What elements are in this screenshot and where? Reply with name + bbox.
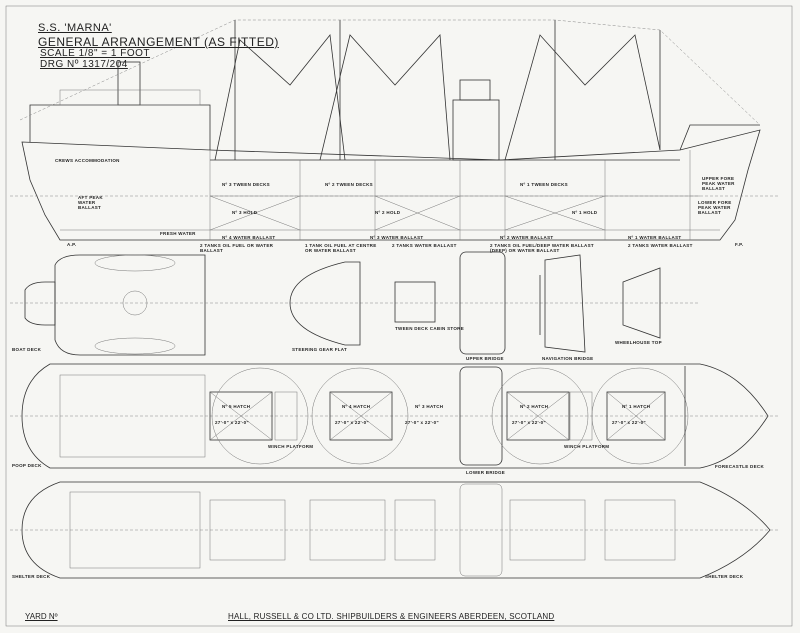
label-navigation-bridge: NAVIGATION BRIDGE bbox=[542, 356, 594, 361]
wheelhouse bbox=[459, 79, 491, 101]
wheelhouse-top-plan bbox=[622, 267, 661, 339]
label-poop-deck: POOP DECK bbox=[12, 463, 42, 468]
lifeboat bbox=[94, 337, 176, 355]
scale: SCALE 1/8" = 1 FOOT bbox=[40, 48, 151, 59]
drawing-number: DRG Nº 1317/204 bbox=[40, 59, 128, 70]
hatch-3-size: 27'-0" x 22'-0" bbox=[405, 420, 439, 425]
label-fp: F.P. bbox=[735, 242, 744, 247]
label-tween-deck-store: TWEEN DECK CABIN STORE bbox=[395, 326, 465, 331]
label-upper-fore-peak: UPPER FORE PEAK WATER BALLAST bbox=[702, 176, 735, 191]
label-wb-2: Nº 2 WATER BALLAST bbox=[500, 235, 554, 240]
hatch-2-name: Nº 2 HATCH bbox=[520, 404, 549, 409]
label-steering-gear-flat: STEERING GEAR FLAT bbox=[292, 347, 348, 352]
profile-view bbox=[10, 19, 780, 241]
label-boat-deck: BOAT DECK bbox=[12, 347, 42, 352]
label-tween-3: Nº 3 TWEEN DECKS bbox=[222, 182, 270, 187]
hatch-1-name: Nº 1 HATCH bbox=[622, 404, 651, 409]
label-upper-bridge: UPPER BRIDGE bbox=[466, 356, 504, 361]
label-tween-1: Nº 1 TWEEN DECKS bbox=[520, 182, 568, 187]
builder-name: HALL, RUSSELL & CO LTD. SHIPBUILDERS & E… bbox=[228, 612, 555, 621]
hatch-4-size: 27'-0" x 22'-0" bbox=[335, 420, 369, 425]
poop-deck-plan bbox=[10, 363, 780, 469]
masts-and-derricks bbox=[19, 19, 761, 161]
upper-plans bbox=[10, 251, 700, 356]
label-lower-bridge: LOWER BRIDGE bbox=[466, 470, 506, 475]
label-wb-1: Nº 1 WATER BALLAST bbox=[628, 235, 682, 240]
label-tween-2: Nº 2 TWEEN DECKS bbox=[325, 182, 373, 187]
hatch-5 bbox=[209, 391, 273, 441]
hatch-5-size: 27'-0" x 22'-0" bbox=[215, 420, 249, 425]
aft-accommodation bbox=[59, 374, 206, 458]
tween-deck-store-plan bbox=[394, 281, 436, 323]
label-wb-4: Nº 4 WATER BALLAST bbox=[222, 235, 276, 240]
label-tanks-fwd: 2 TANKS WATER BALLAST bbox=[628, 243, 693, 248]
label-hold-2: Nº 2 HOLD bbox=[375, 210, 401, 215]
yard-number: YARD Nº bbox=[25, 612, 58, 621]
engine-casing bbox=[69, 491, 201, 569]
hatch-4 bbox=[329, 391, 393, 441]
boat-deck-stern bbox=[24, 281, 56, 326]
boat-deck-houses bbox=[59, 89, 201, 106]
deck-outline bbox=[21, 363, 769, 469]
label-tanks-aft: 2 TANKS OIL FUEL OR WATER BALLAST bbox=[200, 243, 274, 253]
hatch-4-name: Nº 4 HATCH bbox=[342, 404, 371, 409]
hatch-3-name: Nº 3 HATCH bbox=[415, 404, 444, 409]
label-shelter-deck-fwd: SHELTER DECK bbox=[705, 574, 744, 579]
deck-outline bbox=[21, 481, 771, 579]
hatch-1 bbox=[606, 391, 666, 441]
sheet-border bbox=[5, 5, 793, 627]
bulkheads bbox=[209, 150, 691, 240]
label-hold-3: Nº 3 HOLD bbox=[232, 210, 258, 215]
label-tanks-deep: 2 TANKS OIL FUEL/DEEP WATER BALLAST (DEE… bbox=[490, 243, 594, 253]
hatch-2-size: 27'-0" x 22'-0" bbox=[512, 420, 546, 425]
label-aft-peak: AFT PEAK WATER BALLAST bbox=[78, 195, 103, 210]
ship-name: S.S. 'MARNA' bbox=[38, 22, 112, 34]
boat-deck-plan bbox=[54, 254, 206, 356]
label-winch-platform: WINCH PLATFORM bbox=[268, 444, 314, 449]
drawing-title: GENERAL ARRANGEMENT (AS FITTED) bbox=[38, 35, 279, 49]
label-fresh-water: FRESH WATER bbox=[160, 231, 196, 236]
winch-platform bbox=[274, 391, 298, 441]
hatch-1-size: 27'-0" x 22'-0" bbox=[612, 420, 646, 425]
label-wb-3: Nº 3 WATER BALLAST bbox=[370, 235, 424, 240]
hull-outline bbox=[21, 129, 761, 241]
shelter-deck-plan bbox=[10, 481, 780, 579]
hatch-3 bbox=[506, 391, 570, 441]
lower-bridge bbox=[459, 366, 503, 466]
cargo-spaces bbox=[209, 483, 676, 577]
navigation-bridge-plan bbox=[539, 254, 586, 353]
label-ap: A.P. bbox=[67, 242, 77, 247]
label-wheelhouse-top: WHEELHOUSE TOP bbox=[615, 340, 662, 345]
label-shelter-deck-aft: SHELTER DECK bbox=[12, 574, 51, 579]
label-forecastle-deck: FORECASTLE DECK bbox=[715, 464, 765, 469]
upper-bridge-plan bbox=[459, 251, 506, 355]
steering-gear-flat-plan bbox=[289, 261, 361, 346]
label-winch-platform: WINCH PLATFORM bbox=[564, 444, 610, 449]
bridge-house bbox=[452, 99, 500, 161]
label-tanks-2: 2 TANKS WATER BALLAST bbox=[392, 243, 457, 248]
label-crews-accommodation: CREWS ACCOMMODATION bbox=[55, 158, 120, 163]
lifeboat bbox=[94, 254, 176, 272]
label-lower-fore-peak: LOWER FORE PEAK WATER BALLAST bbox=[698, 200, 732, 215]
label-hold-1: Nº 1 HOLD bbox=[572, 210, 598, 215]
forecastle bbox=[679, 124, 760, 151]
label-tank-centre: 1 TANK OIL FUEL AT CENTRE OR WATER BALLA… bbox=[305, 243, 377, 253]
hatch-5-name: Nº 5 HATCH bbox=[222, 404, 251, 409]
